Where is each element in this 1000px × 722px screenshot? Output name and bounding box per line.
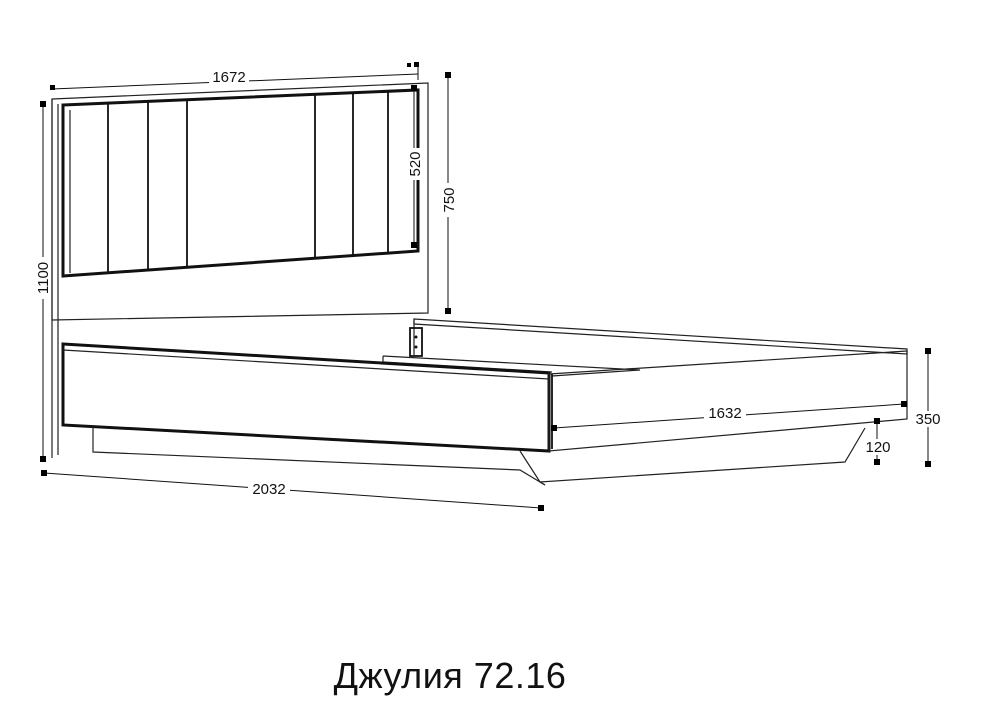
- dimension-750: 750: [439, 72, 458, 314]
- dimension-1672: 1672: [50, 62, 419, 90]
- product-title: Джулия 72.16: [333, 655, 567, 696]
- dimension-1100: 1100: [33, 101, 52, 462]
- dim-label-120: 120: [865, 439, 890, 456]
- dim-label-1100: 1100: [35, 262, 52, 294]
- dim-label-750: 750: [441, 187, 458, 212]
- dimension-120: 120: [864, 418, 892, 465]
- dim-label-520: 520: [407, 151, 424, 176]
- corner-bracket: [409, 327, 423, 357]
- dimension-2032: 2032: [41, 470, 544, 511]
- headboard-panel: [61, 88, 420, 278]
- dimension-520: 520: [405, 85, 424, 248]
- headboard: [51, 82, 429, 458]
- dim-label-2032: 2032: [252, 481, 285, 498]
- dim-label-1632: 1632: [708, 405, 741, 422]
- dimension-350: 350: [911, 348, 945, 467]
- dim-label-1672: 1672: [212, 69, 245, 86]
- bed-frame: [61, 318, 908, 486]
- dim-label-350: 350: [915, 411, 940, 428]
- dimension-1632: 1632: [551, 401, 907, 431]
